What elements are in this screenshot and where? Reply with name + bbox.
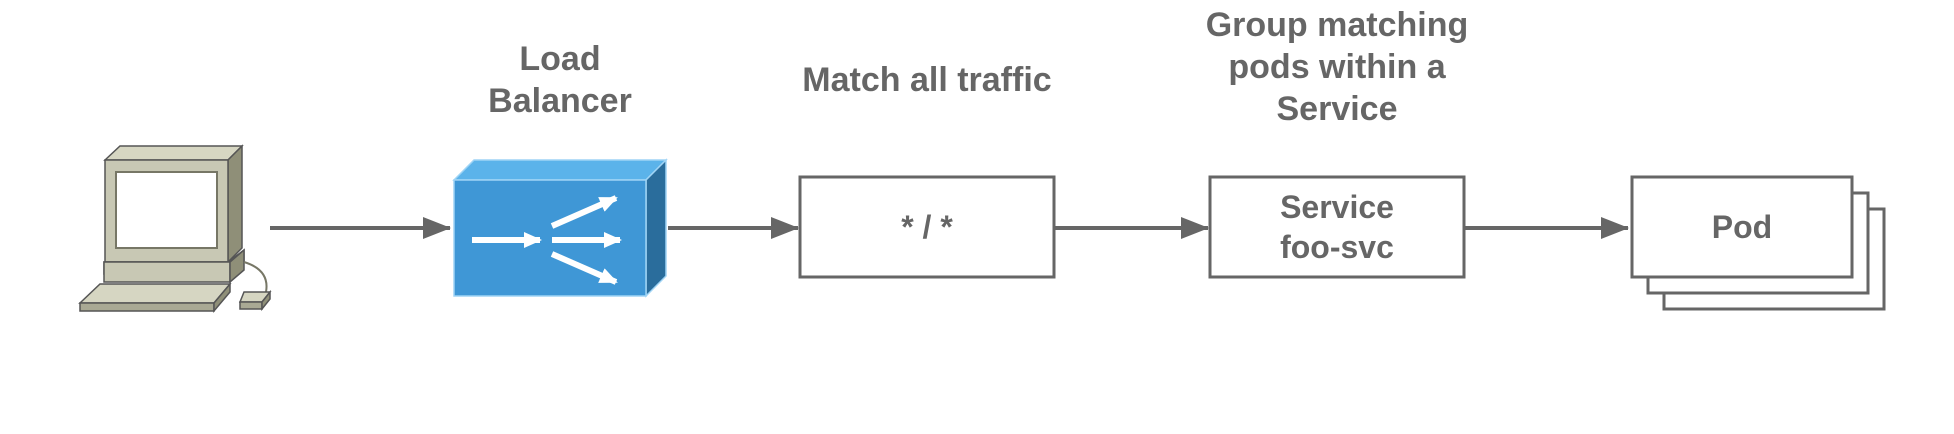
service-label: Service foo-svc [1280, 189, 1394, 265]
rule-label: * / * [901, 209, 953, 245]
service-caption: Group matching pods within a Service [1205, 6, 1469, 128]
rule-caption: Match all traffic [802, 61, 1052, 99]
load-balancer-caption: Load Balancer [488, 40, 632, 120]
pod-box-front [1630, 175, 1854, 279]
pod-stack [1630, 175, 1886, 311]
computer-icon [78, 144, 272, 314]
pod-label: Pod [1711, 209, 1773, 245]
rule-box [798, 175, 1056, 279]
load-balancer-icon [452, 158, 668, 298]
